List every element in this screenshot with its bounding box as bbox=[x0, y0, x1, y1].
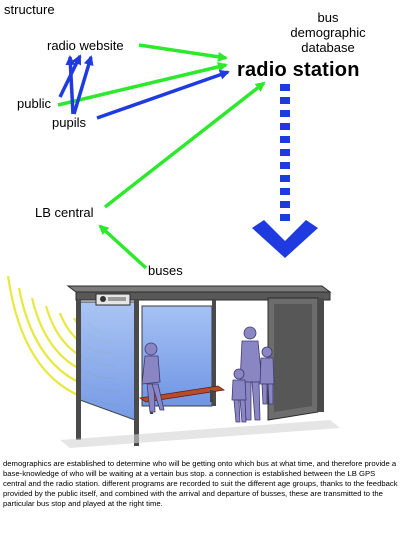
green-arrows bbox=[57, 43, 266, 270]
person-child-1 bbox=[231, 368, 247, 423]
database-line-1: bus bbox=[317, 10, 339, 25]
diagram-title: structure bbox=[4, 2, 55, 17]
bus-demographic-database-label: bus demographic database bbox=[278, 10, 378, 55]
public-label: public bbox=[17, 96, 51, 111]
blue-arrows bbox=[58, 54, 230, 120]
radio-station-label: radio station bbox=[237, 59, 360, 81]
arrow-pupils-to-website-a bbox=[72, 55, 94, 115]
broadcast-dashed-arrow bbox=[252, 84, 318, 258]
arrow-pupils-to-website-b bbox=[65, 55, 76, 115]
pupils-label: pupils bbox=[52, 115, 86, 130]
arrow-buses-to-lbcentral bbox=[98, 224, 148, 270]
bus-shelter bbox=[60, 285, 340, 448]
chevron-down-icon bbox=[252, 220, 318, 258]
person-woman bbox=[141, 342, 165, 413]
database-line-2: demographic bbox=[290, 25, 366, 40]
arrow-pupils-to-radio bbox=[96, 69, 230, 120]
database-line-3: database bbox=[301, 40, 355, 55]
person-child-2 bbox=[259, 346, 275, 405]
person-man bbox=[239, 326, 263, 421]
buses-label: buses bbox=[148, 263, 183, 278]
arrow-website-to-radio bbox=[138, 43, 228, 62]
lb-central-label: LB central bbox=[35, 205, 94, 220]
arrow-lbcentral-to-radio bbox=[103, 81, 266, 209]
description-text: demographics are established to determin… bbox=[3, 459, 398, 508]
arrow-public-to-radio bbox=[57, 61, 228, 107]
radio-website-label: radio website bbox=[47, 38, 124, 53]
waiting-people bbox=[141, 326, 275, 423]
